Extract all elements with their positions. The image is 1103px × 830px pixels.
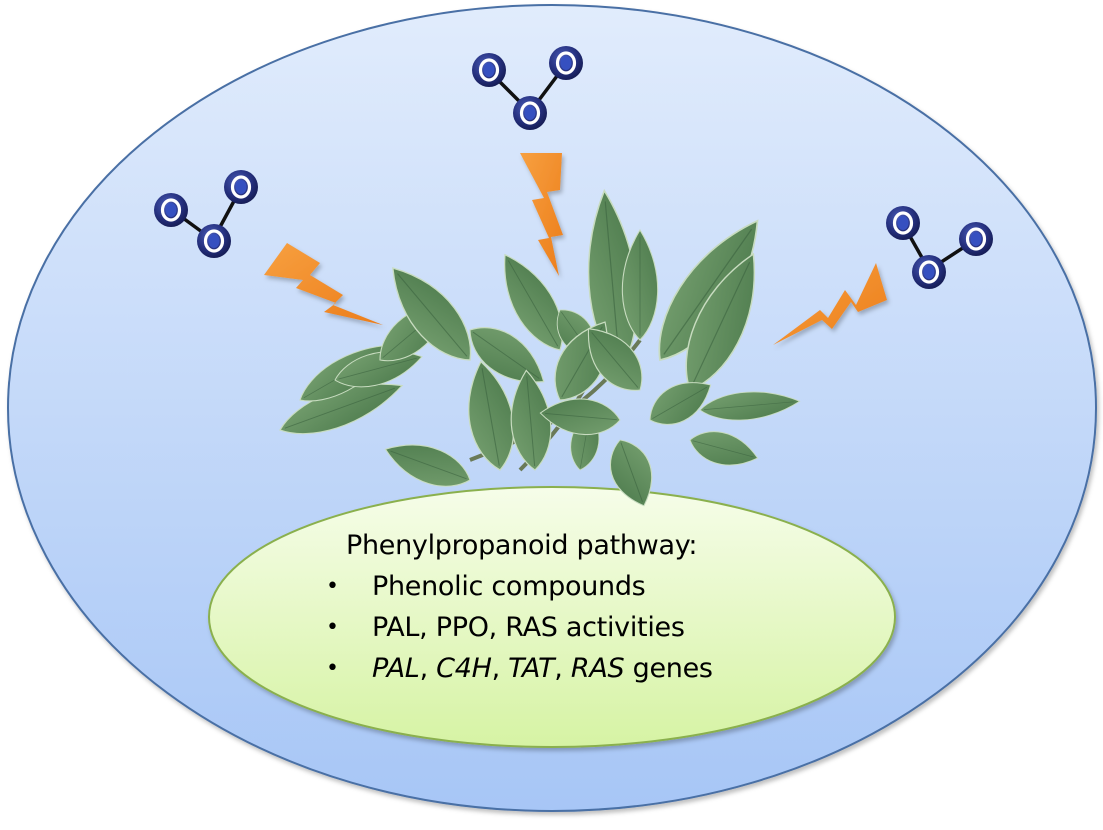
gene-name: PAL <box>372 653 420 684</box>
bullet-label: PAL, PPO, RAS activities <box>372 612 685 643</box>
separator: , <box>491 653 509 684</box>
pathway-bullet-list: • Phenolic compounds • PAL, PPO, RAS act… <box>320 566 780 689</box>
separator: , <box>419 653 437 684</box>
ozone-molecule-icon <box>152 168 260 260</box>
pathway-title: Phenylpropanoid pathway: <box>346 530 698 561</box>
gene-name: C4H <box>436 653 492 684</box>
separator: , <box>554 653 571 684</box>
gene-name: TAT <box>508 653 555 684</box>
bullet-item: • PAL, C4H, TAT, RAS genes <box>320 648 780 689</box>
lightning-bolt-icon <box>520 153 563 276</box>
lightning-bolt-icon <box>264 243 383 325</box>
bullet-label: Phenolic compounds <box>372 571 646 602</box>
ozone-molecule-icon <box>470 44 585 132</box>
pathway-text-block: Phenylpropanoid pathway: • Phenolic comp… <box>320 526 780 689</box>
bullet-icon: • <box>326 574 339 599</box>
bullet-item: • PAL, PPO, RAS activities <box>320 607 780 648</box>
genes-suffix: genes <box>624 653 713 684</box>
ozone-molecule-icon <box>884 204 995 291</box>
bullet-icon: • <box>326 656 339 681</box>
phenylpropanoid-pathway-ellipse <box>208 486 896 748</box>
bullet-item: • Phenolic compounds <box>320 566 780 607</box>
lightning-bolt-icon <box>773 263 887 345</box>
gene-name: RAS <box>570 653 625 684</box>
bullet-icon: • <box>326 615 339 640</box>
sage-plant <box>273 187 802 514</box>
